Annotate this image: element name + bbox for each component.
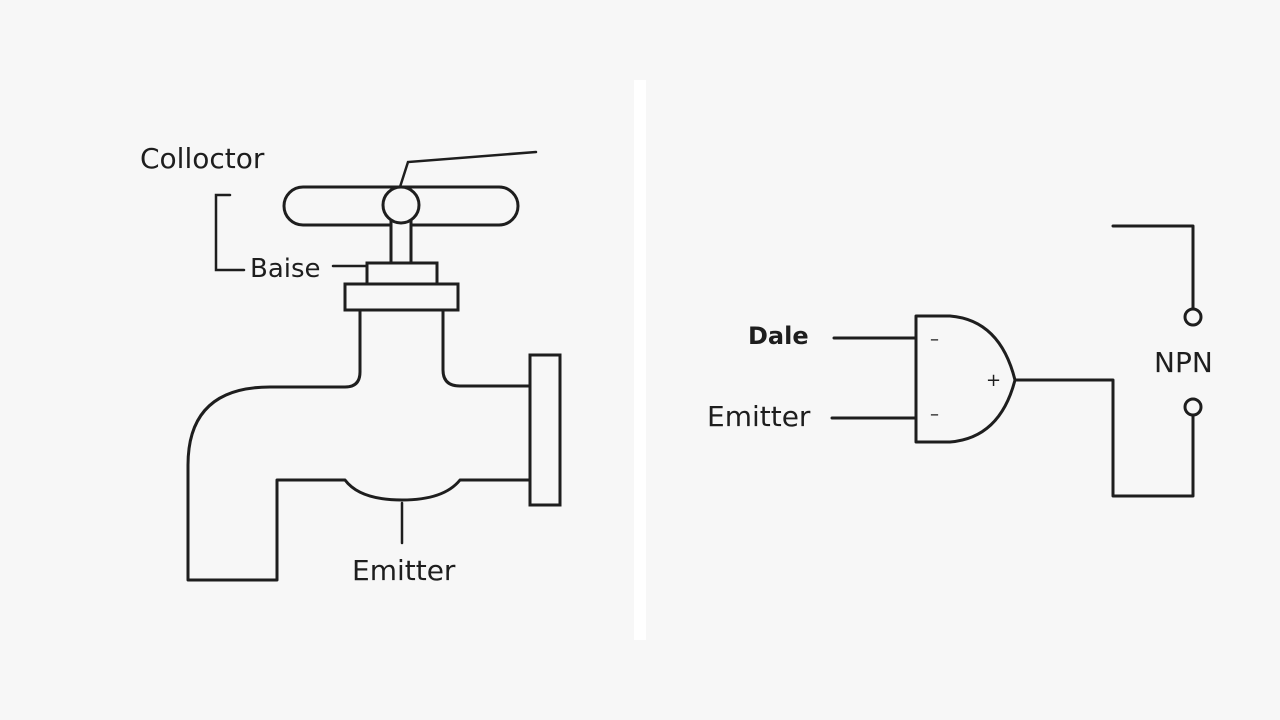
npn-label: NPN (1154, 346, 1213, 379)
schematic-emitter-label: Emitter (707, 400, 811, 433)
terminal-bottom (1183, 397, 1203, 417)
faucet-illustration: Colloctor Baise Emitter (140, 142, 562, 587)
faucet-handle-knob (381, 185, 421, 225)
faucet-stem (389, 216, 413, 266)
top-wire (1111, 224, 1195, 311)
schematic-base-label: Dale (748, 322, 809, 350)
minus-symbol-top: – (930, 329, 939, 350)
collector-base-bracket (214, 193, 246, 272)
collector-label: Colloctor (140, 142, 265, 175)
npn-schematic: – + – Dale Emitter NPN (707, 224, 1213, 498)
minus-symbol-bottom: – (930, 404, 939, 425)
base-label: Baise (250, 254, 321, 284)
emitter-label: Emitter (352, 554, 456, 587)
terminal-top (1183, 307, 1203, 327)
plus-symbol: + (986, 370, 1001, 391)
center-divider (634, 80, 646, 640)
handle-pointer-line (398, 150, 538, 189)
output-wire (1013, 378, 1195, 498)
faucet-upper-nut (365, 261, 439, 287)
faucet-lower-nut (343, 282, 460, 312)
faucet-body (186, 308, 532, 582)
faucet-flange (528, 353, 562, 507)
